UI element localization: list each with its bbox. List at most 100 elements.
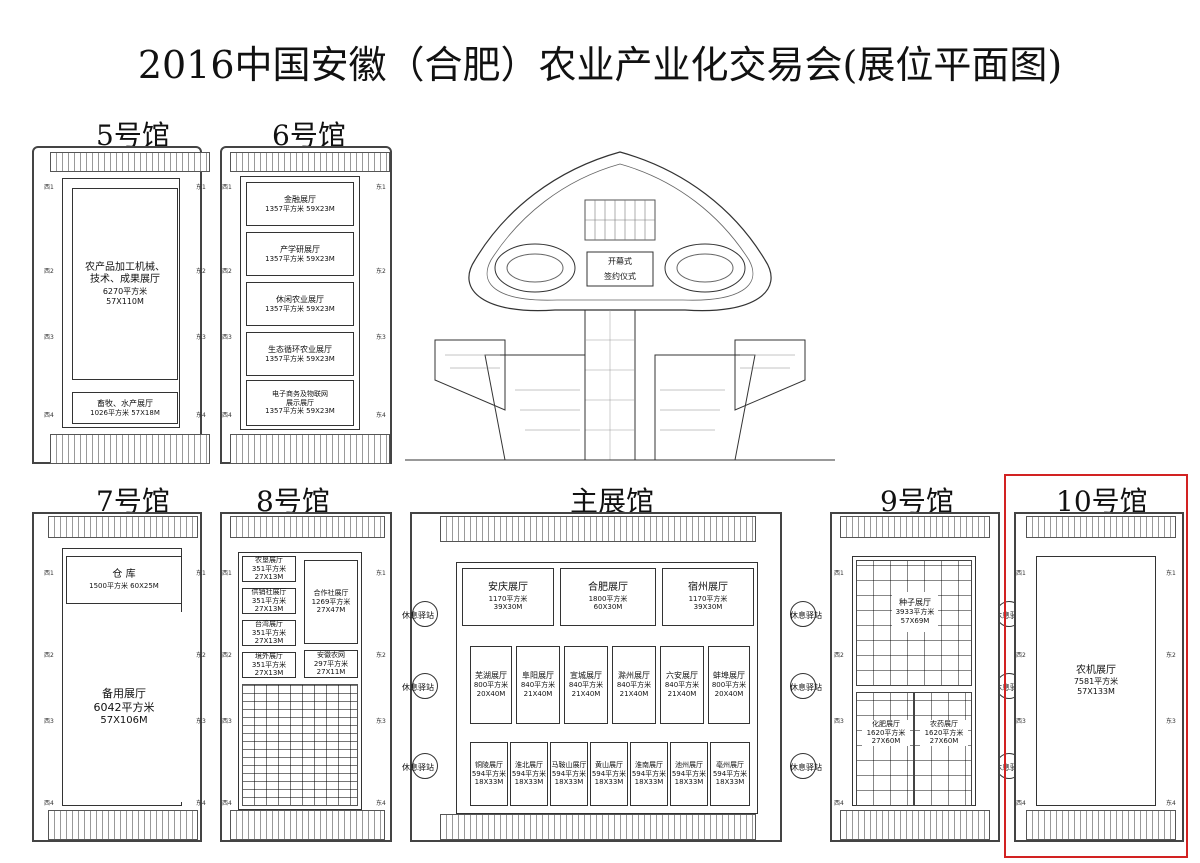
booth-dims: 57X69M bbox=[900, 617, 930, 625]
edge-label-east: 东4 bbox=[376, 412, 386, 419]
hall-8-entrance-bottom bbox=[230, 810, 385, 840]
edge-label-east: 东2 bbox=[1166, 652, 1176, 659]
edge-label-west: 西4 bbox=[834, 800, 844, 807]
edge-label-east: 东3 bbox=[376, 334, 386, 341]
hall-10-booth-machinery: 农机展厅 7581平方米 57X133M bbox=[1040, 560, 1152, 802]
edge-label-west: 西1 bbox=[834, 570, 844, 577]
main-hall-booth-anqing: 安庆展厅 1170平方米 39X30M bbox=[462, 568, 554, 626]
booth-name: 境外展厅 bbox=[255, 651, 283, 660]
booth-name-line2: 技术、成果展厅 bbox=[90, 274, 160, 285]
hall-6-booth-ecommerce: 电子商务及物联网 展示展厅 1357平方米 59X23M bbox=[246, 380, 354, 426]
hall-9-entrance-top bbox=[840, 516, 990, 538]
edge-label-west: 西2 bbox=[222, 652, 232, 659]
booth-dims: 20X40M bbox=[714, 690, 744, 698]
hall-5-entrance-top bbox=[50, 152, 210, 172]
booth-dims: 27X47M bbox=[316, 606, 346, 615]
hall-6-entrance-bottom bbox=[230, 434, 390, 464]
edge-label-east: 东1 bbox=[196, 570, 206, 577]
edge-label-east: 东1 bbox=[1166, 570, 1176, 577]
booth-dims: 27X60M bbox=[871, 737, 901, 746]
hall-10-entrance-top bbox=[1026, 516, 1176, 538]
rest-station-label: 休息驿站 bbox=[790, 763, 822, 772]
booth-area: 1170平方米 bbox=[488, 594, 528, 603]
booth-name: 黄山展厅 bbox=[595, 760, 623, 769]
booth-name: 宿州展厅 bbox=[688, 582, 728, 593]
hall-8-booth-farm: 农垦展厅 351平方米 27X13M bbox=[242, 556, 296, 582]
booth-area: 594平方米 bbox=[511, 769, 547, 778]
booth-spec: 1357平方米 59X23M bbox=[265, 254, 335, 263]
main-hall-booth-bozhou: 亳州展厅 594平方米 18X33M bbox=[710, 742, 750, 806]
booth-dims: 18X33M bbox=[594, 778, 624, 787]
hall-7-entrance-bottom bbox=[48, 810, 198, 840]
hall-5-entrance-bottom bbox=[50, 434, 210, 464]
edge-label-east: 东3 bbox=[376, 718, 386, 725]
booth-area: 351平方米 bbox=[251, 660, 287, 669]
edge-label-west: 西2 bbox=[1016, 652, 1026, 659]
rest-station-label: 休息驿站 bbox=[402, 611, 434, 620]
hall-8-standard-booths bbox=[242, 684, 358, 806]
rest-station-label: 休息驿站 bbox=[402, 763, 434, 772]
booth-dims: 27X13M bbox=[254, 605, 284, 614]
booth-name: 淮北展厅 bbox=[515, 760, 543, 769]
main-hall-booth-tongling: 铜陵展厅 594平方米 18X33M bbox=[470, 742, 508, 806]
booth-dims: 39X30M bbox=[493, 603, 523, 612]
booth-area: 6042平方米 bbox=[93, 700, 155, 714]
booth-dims: 27X13M bbox=[254, 669, 284, 678]
booth-area: 7581平方米 bbox=[1073, 677, 1119, 687]
booth-name: 化肥展厅 bbox=[872, 719, 900, 728]
hall-5-booth-machinery: 农产品加工机械、 技术、成果展厅 6270平方米 57X110M bbox=[72, 188, 178, 380]
main-hall-entrance-bottom bbox=[440, 814, 756, 840]
rest-station-label: 休息驿站 bbox=[994, 611, 1026, 620]
booth-dims: 57X133M bbox=[1077, 687, 1115, 697]
booth-spec: 1500平方米 60X25M bbox=[89, 581, 159, 590]
edge-label-west: 西3 bbox=[44, 718, 54, 725]
booth-name: 农药展厅 bbox=[930, 719, 958, 728]
hall-5-booth-livestock: 畜牧、水产展厅 1026平方米 57X18M bbox=[72, 392, 178, 424]
main-hall-booth-maanshan: 马鞍山展厅 594平方米 18X33M bbox=[550, 742, 588, 806]
booth-area: 1269平方米 bbox=[311, 597, 351, 606]
booth-area: 1620平方米 bbox=[924, 728, 964, 737]
main-hall-booth-luan: 六安展厅 840平方米 21X40M bbox=[660, 646, 704, 724]
hall-10-entrance-bottom bbox=[1026, 810, 1176, 840]
hall-9-pesticide-grid bbox=[914, 692, 972, 806]
edge-label-west: 西1 bbox=[222, 570, 232, 577]
edge-label-east: 东1 bbox=[376, 184, 386, 191]
booth-area: 840平方米 bbox=[520, 681, 556, 690]
hall-9-booth-seed: 种子展厅 3933平方米 57X69M bbox=[892, 592, 938, 632]
hall-6-booth-finance: 金融展厅 1357平方米 59X23M bbox=[246, 182, 354, 226]
booth-name: 阜阳展厅 bbox=[522, 671, 554, 681]
edge-label-west: 西1 bbox=[1016, 570, 1026, 577]
booth-name: 畜牧、水产展厅 bbox=[97, 398, 153, 408]
edge-label-west: 西3 bbox=[834, 718, 844, 725]
hall-9-fertilizer-grid bbox=[856, 692, 914, 806]
edge-label-west: 西3 bbox=[222, 718, 232, 725]
rest-station-marker bbox=[790, 601, 816, 627]
booth-area: 594平方米 bbox=[591, 769, 627, 778]
booth-area: 594平方米 bbox=[551, 769, 587, 778]
booth-area: 594平方米 bbox=[631, 769, 667, 778]
rest-station-label: 休息驿站 bbox=[790, 683, 822, 692]
booth-name: 台湾展厅 bbox=[255, 619, 283, 628]
booth-area: 297平方米 bbox=[313, 659, 349, 668]
booth-name: 农机展厅 bbox=[1076, 664, 1116, 676]
rest-station-marker bbox=[412, 601, 438, 627]
booth-area: 1170平方米 bbox=[688, 594, 728, 603]
booth-area: 3933平方米 bbox=[895, 608, 935, 617]
booth-area: 594平方米 bbox=[671, 769, 707, 778]
hall-8-booth-taiwan: 台湾展厅 351平方米 27X13M bbox=[242, 620, 296, 646]
booth-area: 840平方米 bbox=[568, 681, 604, 690]
edge-label-west: 西4 bbox=[44, 800, 54, 807]
edge-label-east: 东3 bbox=[196, 334, 206, 341]
booth-name: 合肥展厅 bbox=[588, 582, 628, 593]
hall-9-booth-pesticide: 农药展厅 1620平方米 27X60M bbox=[920, 720, 968, 746]
main-hall-booth-huaibei: 淮北展厅 594平方米 18X33M bbox=[510, 742, 548, 806]
hall-6-booth-research: 产学研展厅 1357平方米 59X23M bbox=[246, 232, 354, 276]
edge-label-east: 东2 bbox=[196, 268, 206, 275]
edge-label-west: 西4 bbox=[44, 412, 54, 419]
booth-name: 备用展厅 bbox=[102, 687, 146, 700]
main-hall-entrance-top bbox=[440, 516, 756, 542]
rest-station-marker bbox=[412, 673, 438, 699]
booth-dims: 21X40M bbox=[619, 690, 649, 698]
hall-8-entrance-top bbox=[230, 516, 385, 538]
booth-area: 594平方米 bbox=[471, 769, 507, 778]
